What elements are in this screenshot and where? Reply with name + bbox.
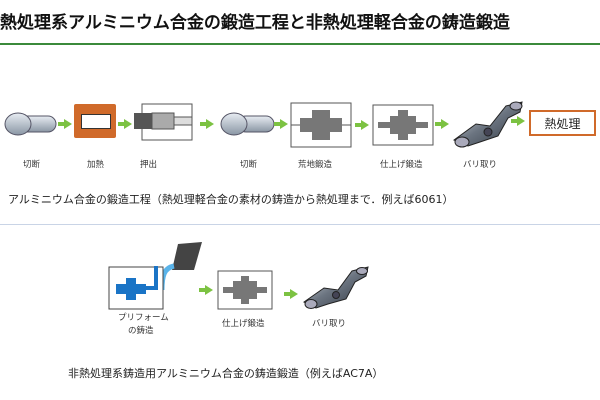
flow-arrow — [200, 119, 214, 129]
step-label: 仕上げ鍛造 — [380, 160, 423, 170]
step-label: 荒地鍛造 — [298, 160, 333, 170]
flow-arrow — [355, 120, 369, 130]
flow-arrow — [511, 116, 525, 126]
rough-forging-die — [290, 102, 352, 148]
flow-arrow — [435, 119, 449, 129]
flow-arrow — [118, 119, 132, 129]
bottom-process-caption: 非熱処理系鋳造用アルミニウム合金の鋳造鍛造（例えばAC7A） — [68, 367, 384, 380]
flow-arrow — [284, 289, 298, 299]
flow-arrow — [274, 119, 288, 129]
flow-arrow — [199, 285, 213, 295]
finish-forging-die — [217, 270, 273, 310]
section-divider — [0, 224, 600, 225]
step-label: の鋳造 — [128, 326, 154, 336]
heated-billet — [81, 114, 111, 129]
preform-casting-mold — [108, 266, 164, 310]
step-label: バリ取り — [463, 160, 498, 170]
deburred-arm-part — [452, 101, 523, 148]
step-label: 加熱 — [87, 160, 105, 170]
step-label: 押出 — [140, 160, 158, 170]
billet-cutting-illustration — [220, 112, 275, 136]
finish-forging-die — [372, 104, 434, 146]
flow-arrow — [58, 119, 72, 129]
step-label: 仕上げ鍛造 — [222, 319, 265, 329]
step-label: プリフォーム — [118, 313, 169, 323]
title-underline — [0, 43, 600, 45]
billet-cutting-illustration — [4, 112, 57, 136]
step-label: バリ取り — [312, 319, 347, 329]
heat-treatment-box: 熱処理 — [529, 110, 596, 136]
page-title: 熱処理系アルミニウム合金の鍛造工程と非熱処理軽合金の鋳造鍛造 — [0, 13, 510, 33]
step-label: 切断 — [240, 160, 258, 170]
step-label: 切断 — [23, 160, 41, 170]
top-process-caption: アルミニウム合金の鍛造工程（熱処理軽合金の素材の鋳造から熱処理まで．例えば606… — [8, 193, 454, 206]
extrusion-press — [134, 103, 193, 141]
deburred-arm-part — [303, 266, 369, 309]
